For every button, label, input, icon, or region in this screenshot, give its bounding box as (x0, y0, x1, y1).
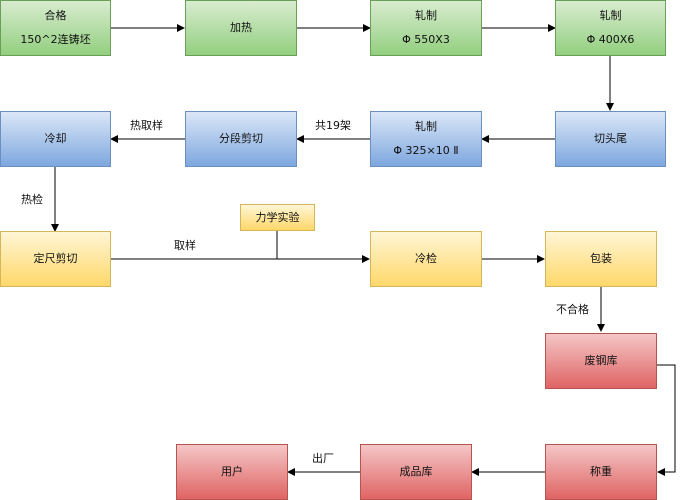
node-packing: 包装 (545, 231, 657, 287)
node-cooling: 冷却 (0, 111, 111, 167)
edge-label-sampling: 取样 (173, 237, 197, 253)
node-packing-label: 包装 (590, 252, 612, 266)
node-roll-2: 轧制 Φ 400X6 (555, 0, 666, 56)
node-roll-1-title: 轧制 (415, 9, 437, 22)
node-cooling-label: 冷却 (44, 132, 67, 146)
node-scrap-store: 废钢库 (545, 333, 657, 389)
edge-label-hot-inspect: 热检 (20, 191, 44, 207)
node-fixed-length-cut: 定尺剪切 (0, 231, 111, 287)
edge-label-hot-sample: 热取样 (129, 117, 164, 133)
node-head-tail-cut-label: 切头尾 (594, 132, 627, 146)
node-qualified-title: 合格 (44, 9, 67, 22)
node-roll-2-title: 轧制 (599, 9, 622, 22)
node-product-store: 成品库 (360, 444, 472, 500)
node-roll-3-spec: Φ 325×10 Ⅱ (393, 143, 459, 157)
node-segment-cut-label: 分段剪切 (219, 132, 263, 146)
node-mech-test-label: 力学实验 (255, 210, 300, 224)
node-qualified-spec: 150^2连铸坯 (20, 32, 91, 46)
node-cold-inspect-label: 冷检 (415, 252, 437, 266)
node-roll-3-title: 轧制 (415, 120, 437, 133)
node-roll-2-spec: Φ 400X6 (586, 32, 635, 46)
edge-scrap-weighing (657, 364, 676, 476)
edge-label-unqualified: 不合格 (555, 301, 590, 317)
node-scrap-store-label: 废钢库 (584, 354, 618, 368)
node-segment-cut: 分段剪切 (185, 111, 297, 167)
node-roll-3: 轧制 Φ 325×10 Ⅱ (370, 111, 482, 167)
node-roll-1-spec: Φ 550X3 (402, 32, 450, 46)
node-user-label: 用户 (221, 465, 243, 479)
node-head-tail-cut: 切头尾 (555, 111, 666, 167)
node-user: 用户 (176, 444, 288, 500)
node-qualified-billet: 合格 150^2连铸坯 (0, 0, 111, 56)
node-product-store-label: 成品库 (399, 465, 433, 479)
edge-label-exit-factory: 出厂 (311, 450, 335, 466)
edge-label-stands: 共19架 (314, 117, 352, 133)
node-mech-test: 力学实验 (240, 204, 315, 231)
node-heating-label: 加热 (230, 21, 252, 35)
node-heating: 加热 (185, 0, 297, 56)
node-fixed-length-cut-label: 定尺剪切 (33, 252, 78, 266)
node-roll-1: 轧制 Φ 550X3 (370, 0, 482, 56)
node-weighing-label: 称重 (590, 465, 612, 479)
node-cold-inspect: 冷检 (370, 231, 482, 287)
node-weighing: 称重 (545, 444, 657, 500)
